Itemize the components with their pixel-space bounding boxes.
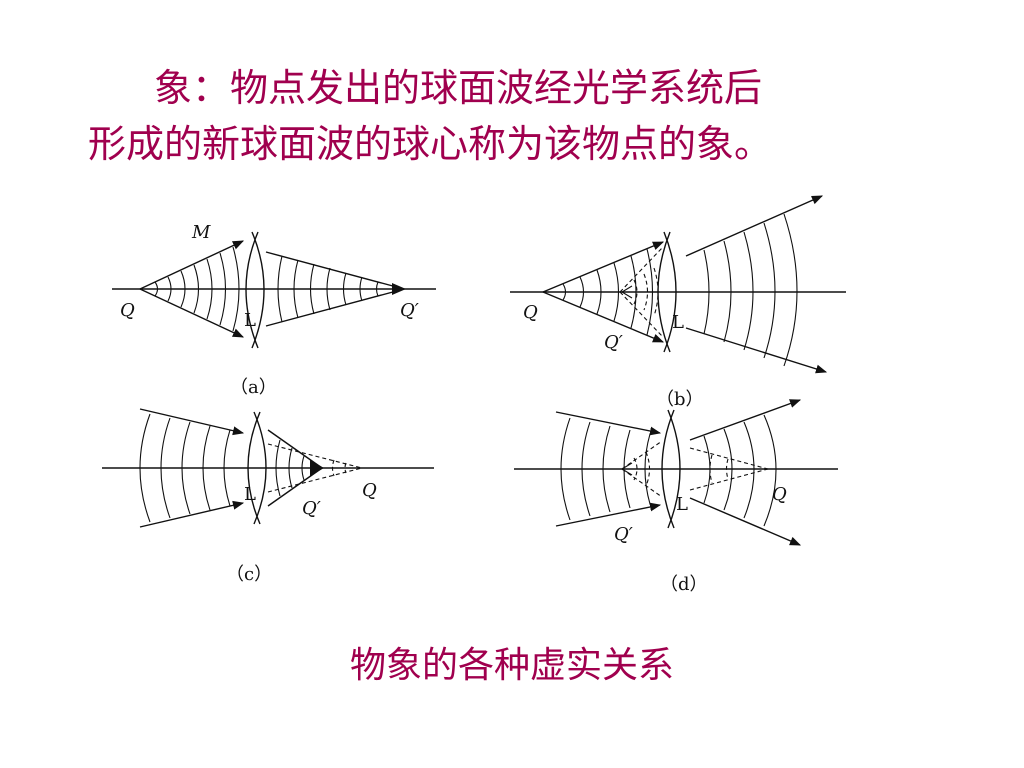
panel-label-b: （b）: [656, 389, 704, 410]
wavefronts-incoming: [139, 413, 231, 523]
object-label-q: Q: [523, 302, 538, 323]
figure-caption: 物象的各种虚实关系: [349, 645, 674, 686]
ray-upper-in: [139, 240, 245, 290]
object-label-q: Q: [362, 480, 377, 501]
lens-label-l: L: [676, 494, 688, 515]
object-label-q: Q: [120, 300, 135, 321]
title-line-2: 形成的新球面波的球心称为该物点的象。: [88, 122, 773, 166]
lens-right-surface: [667, 409, 681, 529]
image-label-q-prime: Q′: [614, 524, 633, 545]
ray-lower-out: [265, 288, 405, 327]
virtual-ray-lower: [619, 291, 663, 337]
panel-label-a: （a）: [230, 377, 277, 398]
wavefronts-virtual: [633, 451, 651, 487]
virtual-image-arrow: [620, 285, 633, 299]
ray-lower-in: [555, 502, 662, 527]
lens-left-surface: [247, 411, 261, 525]
ray-lower-in: [139, 288, 245, 338]
virtual-ray-upper: [619, 247, 663, 293]
ray-upper-in: [542, 241, 665, 293]
ray-upper-out: [267, 429, 323, 469]
panel-c: Q′ Q L （c）: [102, 408, 434, 585]
virtual-object-ray-upper: [689, 447, 769, 470]
lens-right-surface: [251, 231, 265, 349]
ray-lower-out: [689, 497, 802, 546]
panel-b: Q Q′ L （b）: [510, 195, 846, 410]
lens-label-l: L: [672, 312, 684, 333]
panel-a: M Q L Q′ （a）: [112, 222, 436, 398]
image-arrow: [310, 460, 324, 476]
slide-title: 象：物点发出的球面波经光学系统后 形成的新球面波的球心称为该物点的象。: [88, 60, 948, 172]
ray-lower-out: [267, 467, 323, 507]
lens-right-surface: [253, 411, 267, 525]
ray-label-m: M: [191, 222, 211, 243]
virtual-ray-lower: [621, 468, 663, 498]
object-label-q: Q: [772, 484, 787, 505]
panel-d: Q′ L Q （d）: [514, 399, 838, 595]
lens-left-surface: [245, 231, 259, 349]
virtual-object-ray-lower: [689, 468, 769, 491]
wavefronts-diverging: [154, 246, 240, 332]
wavefronts-incoming: [562, 248, 654, 336]
panel-label-c: （c）: [226, 564, 272, 585]
title-line-1: 象：物点发出的球面波经光学系统后: [154, 66, 763, 110]
ray-upper-in: [139, 408, 245, 436]
wavefronts-virtual: [633, 267, 659, 317]
lens-left-surface: [661, 409, 675, 529]
ray-upper-out: [689, 399, 802, 441]
panel-label-d: （d）: [660, 574, 708, 595]
ray-lower-in: [139, 500, 245, 528]
wavefronts-outgoing: [275, 439, 347, 497]
image-label-q-prime: Q′: [400, 300, 419, 321]
ray-lower-in: [542, 291, 665, 343]
ray-upper-in: [555, 411, 662, 436]
ray-upper-out: [685, 195, 824, 257]
ray-upper-out: [265, 251, 405, 290]
image-arrow: [392, 283, 406, 295]
lens-label-l: L: [244, 310, 256, 331]
ray-lower-out: [685, 327, 828, 374]
wavefronts-outgoing: [703, 414, 777, 527]
wavefronts-converging: [277, 255, 379, 323]
virtual-ray-lower: [267, 467, 363, 493]
virtual-ray-upper: [267, 443, 363, 469]
wavefronts-outgoing: [703, 213, 798, 367]
wavefronts-incoming: [560, 417, 651, 521]
lens-label-l: L: [244, 484, 256, 505]
lens-right-surface: [663, 231, 677, 353]
virtual-image-arrow: [620, 462, 633, 476]
image-label-q-prime: Q′: [604, 332, 623, 353]
image-label-q-prime: Q′: [302, 498, 321, 519]
virtual-ray-upper: [621, 440, 663, 470]
